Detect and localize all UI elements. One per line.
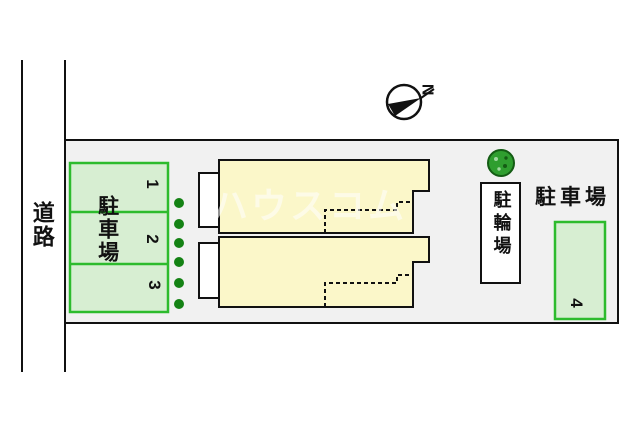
- shrub-dot: [174, 238, 184, 248]
- parking-stall-4: [553, 220, 607, 321]
- compass-needle: [388, 98, 421, 116]
- parking-right-label: 駐車場: [535, 186, 610, 209]
- shrub-dot: [174, 278, 184, 288]
- building-lower: [218, 236, 430, 308]
- parking-left-label: 駐車場: [95, 195, 119, 264]
- stall-number-2: 2: [143, 234, 162, 244]
- stall-number-4: 4: [567, 298, 586, 308]
- building-lower-porch: [198, 242, 220, 299]
- bicycle-parking-box: [480, 182, 521, 284]
- north-indicator-label: N: [418, 83, 436, 96]
- bicycle-parking-label: 駐輪場: [491, 190, 512, 259]
- balcony-dashed-upper: [324, 201, 413, 233]
- compass-needle-tail: [420, 88, 435, 99]
- balcony-dashed-lower: [324, 274, 413, 307]
- shrub-dot: [174, 219, 184, 229]
- compass-icon: [385, 83, 435, 121]
- shrub-dot: [174, 257, 184, 267]
- shrub-dot: [174, 299, 184, 309]
- tree-speckle: [503, 164, 507, 168]
- tree-speckle: [497, 167, 501, 171]
- building-upper: [218, 159, 430, 234]
- tree-icon: [487, 149, 515, 177]
- shrub-dot: [174, 198, 184, 208]
- tree-crown: [487, 149, 515, 177]
- parking-area-left: [68, 161, 170, 314]
- tree-speckle: [494, 157, 498, 161]
- stall-number-1: 1: [143, 179, 162, 189]
- road-label: 道路: [29, 201, 55, 249]
- watermark-text: ハウスコム: [212, 185, 408, 226]
- tree-speckle: [504, 156, 508, 160]
- stall-number-3: 3: [145, 280, 164, 290]
- shrub-dots-icon: [174, 198, 184, 309]
